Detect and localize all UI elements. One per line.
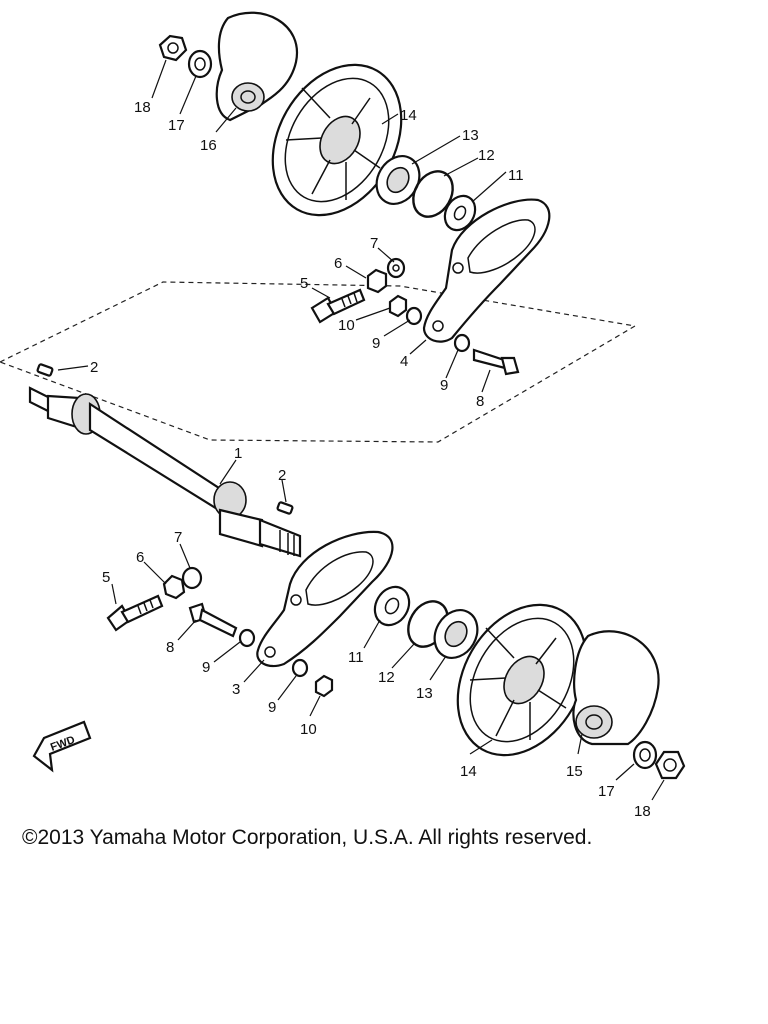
callout-upper-17: 17: [168, 117, 185, 134]
upper-washer-7: [386, 257, 406, 279]
callout-lower-18: 18: [634, 803, 651, 820]
lower-wheel-14: [456, 603, 588, 757]
lower-bracket-arm-3: [256, 530, 394, 668]
upper-bolt-5: [310, 288, 366, 324]
lower-bolt-5: [106, 594, 164, 632]
callout-lower-8: 8: [166, 639, 174, 656]
callout-lower-9a: 9: [202, 659, 210, 676]
callout-lower-12: 12: [378, 669, 395, 686]
copyright-notice: ©2013 Yamaha Motor Corporation, U.S.A. A…: [22, 826, 593, 849]
callout-leader-lines: [57, 59, 665, 801]
lower-nut-6: [162, 574, 186, 600]
callout-upper-18: 18: [134, 99, 151, 116]
callout-lower-15: 15: [566, 763, 583, 780]
callout-upper-13: 13: [462, 127, 479, 144]
lower-wheel-assembly: [106, 530, 686, 780]
upper-washer-17: [187, 49, 213, 79]
callout-lower-6: 6: [136, 549, 144, 566]
callout-upper-5: 5: [300, 275, 308, 292]
lower-callout-labels: 1 2 7 6 5 8 9 3 9 10 11 12 13 14 15 17 1…: [102, 445, 651, 820]
axle-shaft-1: [28, 386, 302, 558]
upper-hub-cap-16: [215, 11, 299, 122]
callout-lower-2: 2: [278, 467, 286, 484]
upper-wheel-14: [271, 63, 403, 217]
lower-hub-cap-15: [572, 630, 660, 746]
upper-bearing-13: [375, 155, 421, 205]
upper-bracket-arm-4: [422, 198, 551, 343]
lower-key-2: [276, 501, 294, 515]
upper-washer-9a: [405, 306, 423, 326]
upper-nut-6: [366, 268, 388, 294]
lower-washer-7: [181, 566, 203, 590]
callout-upper-6: 6: [334, 255, 342, 272]
upper-washer-11: [443, 194, 477, 232]
upper-callout-labels: 18 17 16 14 13 12 11 7 6 5 10 9 4 9 8 2: [90, 99, 524, 410]
callout-upper-14: 14: [400, 107, 417, 124]
callout-lower-13: 13: [416, 685, 433, 702]
callout-lower-14: 14: [460, 763, 477, 780]
callout-upper-2: 2: [90, 359, 98, 376]
callout-lower-7: 7: [174, 529, 182, 546]
lower-washer-11: [373, 585, 411, 627]
callout-upper-11: 11: [508, 167, 524, 184]
lower-nut-10: [314, 674, 334, 698]
assembly-reference-outline: [0, 281, 637, 443]
lower-nut-18: [654, 750, 686, 780]
exploded-parts-diagram: FWD 18: [0, 11, 686, 820]
upper-nut-18: [158, 34, 188, 62]
lower-washer-9a: [238, 628, 256, 648]
callout-upper-9b: 9: [440, 377, 448, 394]
upper-washer-9b: [453, 333, 471, 353]
callout-upper-8: 8: [476, 393, 484, 410]
upper-key-2: [36, 363, 54, 377]
callout-upper-12: 12: [478, 147, 495, 164]
callout-upper-7: 7: [370, 235, 378, 252]
callout-upper-4: 4: [400, 353, 408, 370]
upper-wheel-assembly: [36, 11, 551, 377]
callout-lower-10: 10: [300, 721, 317, 738]
callout-upper-9a: 9: [372, 335, 380, 352]
callout-upper-10: 10: [338, 317, 355, 334]
fwd-arrow-icon: FWD: [32, 720, 92, 773]
callout-lower-9b: 9: [268, 699, 276, 716]
callout-lower-17: 17: [598, 783, 615, 800]
upper-bolt-8: [472, 348, 520, 376]
lower-bolt-8: [188, 602, 238, 638]
lower-washer-9b: [291, 658, 309, 678]
callout-upper-16: 16: [200, 137, 217, 154]
callout-lower-11: 11: [348, 649, 364, 666]
callout-lower-1: 1: [234, 445, 242, 462]
upper-nut-10: [388, 294, 408, 318]
lower-bearing-13: [433, 609, 479, 659]
callout-lower-3: 3: [232, 681, 240, 698]
lower-washer-17: [632, 740, 658, 770]
callout-lower-5: 5: [102, 569, 110, 586]
